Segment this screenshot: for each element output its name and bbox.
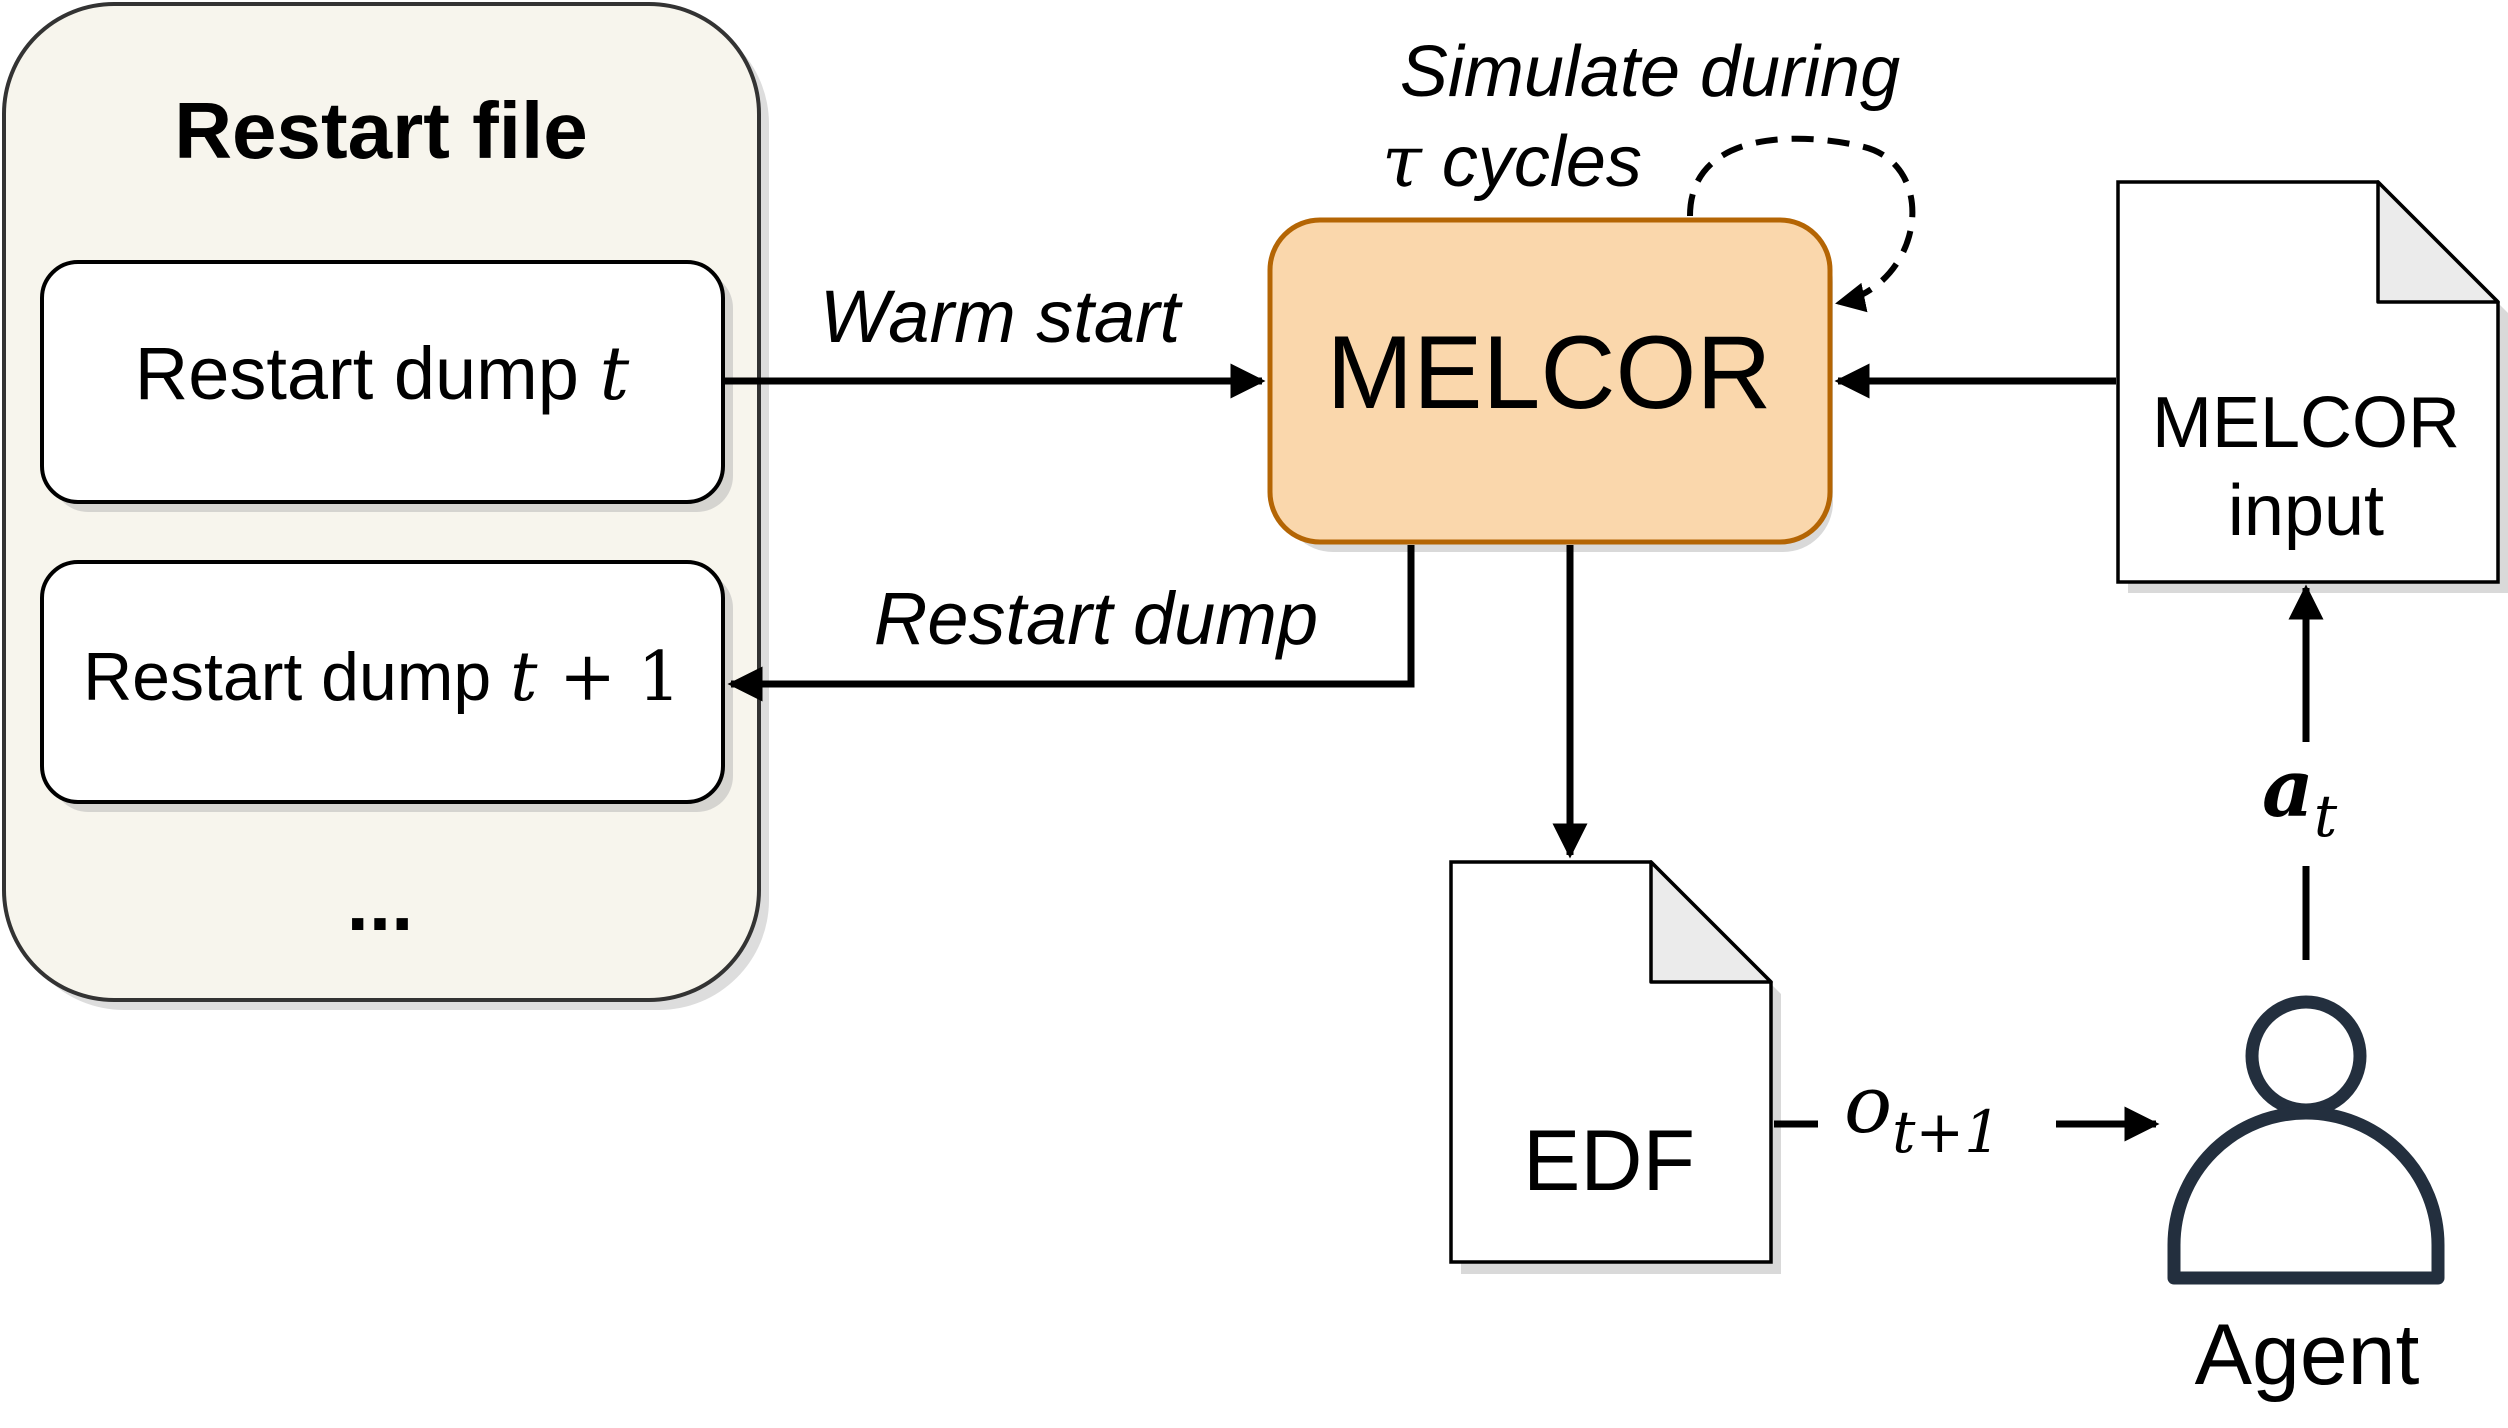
- edf-document: EDF: [1449, 860, 1781, 1274]
- observation-label: ot+1: [1844, 1058, 2001, 1166]
- action-label: at: [2262, 741, 2338, 850]
- restart-file-title: Restart file: [174, 86, 587, 175]
- restart-dump-t1-box: Restart dump t + 1: [40, 560, 733, 812]
- edf-label: EDF: [1523, 1113, 1695, 1209]
- melcor-label: MELCOR: [1327, 315, 1772, 431]
- restart-dump-t1-label: Restart dump t + 1: [83, 638, 681, 717]
- restart-dump-t-box: Restart dump t: [40, 260, 733, 512]
- restart-dump-t-label: Restart dump t: [135, 331, 630, 417]
- simulate-label-line2: τ cycles: [1382, 119, 1642, 203]
- restart-dump-label: Restart dump: [874, 577, 1318, 660]
- warm-start-label: Warm start: [820, 275, 1184, 358]
- restart-dump-arrow: [727, 545, 1415, 702]
- melcor-input-line1: MELCOR: [2152, 383, 2460, 463]
- agent-node: Agent: [2167, 995, 2445, 1403]
- melcor-input-document: MELCOR input: [2116, 180, 2508, 593]
- person-icon: [2167, 995, 2445, 1285]
- agent-label: Agent: [2195, 1307, 2420, 1403]
- melcor-node: MELCOR: [1267, 217, 1833, 552]
- melcor-input-doc-fold: [2376, 180, 2500, 304]
- melcor-box: [1267, 217, 1833, 545]
- melcor-input-line2: input: [2228, 471, 2384, 551]
- simulate-label-line1: Simulate during: [1400, 32, 1900, 112]
- restart-file-ellipsis: ...: [347, 858, 414, 947]
- edf-doc-fold: [1649, 860, 1773, 984]
